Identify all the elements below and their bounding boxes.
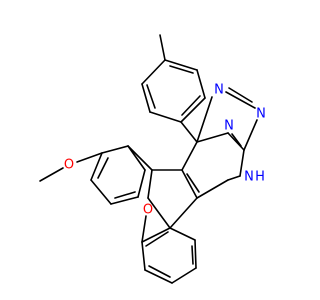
bond (141, 215, 147, 243)
bond (39, 167, 64, 182)
bond (141, 241, 146, 271)
bond (196, 179, 229, 199)
bond (127, 145, 153, 171)
bond (181, 95, 201, 116)
bond (90, 152, 103, 181)
bond (127, 145, 146, 171)
bond (141, 83, 151, 113)
bond (225, 91, 256, 109)
bond (181, 141, 198, 171)
bond (114, 191, 136, 199)
bond (169, 197, 198, 229)
bond (180, 121, 198, 143)
bond (180, 97, 206, 123)
bond (196, 96, 213, 143)
bond (231, 133, 242, 147)
atom-label-n: N (224, 119, 234, 134)
atom-labels: N N N N H O O (64, 83, 266, 218)
bond (239, 149, 245, 177)
bond (171, 267, 197, 284)
atom-label-h: H (255, 170, 265, 185)
atom-label-o: O (64, 158, 74, 173)
bond (90, 179, 112, 205)
bond (148, 265, 171, 278)
bond (141, 59, 166, 85)
bond (196, 132, 229, 143)
molecule-structure: N N N N H O O (39, 34, 266, 284)
bond (110, 196, 139, 205)
bonds (39, 34, 258, 284)
bond (164, 59, 198, 71)
bond (97, 157, 109, 179)
bond (194, 239, 197, 269)
bond (186, 173, 200, 193)
bond (228, 87, 253, 103)
bond (191, 245, 194, 265)
bond (76, 152, 103, 163)
bond (101, 145, 129, 154)
bond (144, 269, 173, 284)
bond (137, 169, 146, 198)
bond (196, 69, 206, 99)
bond (141, 227, 171, 243)
bond (147, 169, 153, 199)
bond (149, 111, 182, 123)
atom-label-n: N (244, 170, 254, 185)
atom-label-n: N (214, 83, 224, 98)
bond (227, 132, 245, 151)
bond (146, 84, 156, 109)
molecule-diagram: N N N N H O O (39, 34, 266, 284)
bond (243, 119, 258, 151)
atom-label-o: O (143, 203, 153, 218)
bond (169, 227, 196, 241)
atom-label-n: N (256, 107, 266, 122)
bond (227, 175, 241, 181)
bond (147, 197, 171, 229)
bond (181, 169, 198, 199)
bond (159, 34, 166, 61)
bond (145, 231, 169, 247)
bond (169, 65, 194, 74)
